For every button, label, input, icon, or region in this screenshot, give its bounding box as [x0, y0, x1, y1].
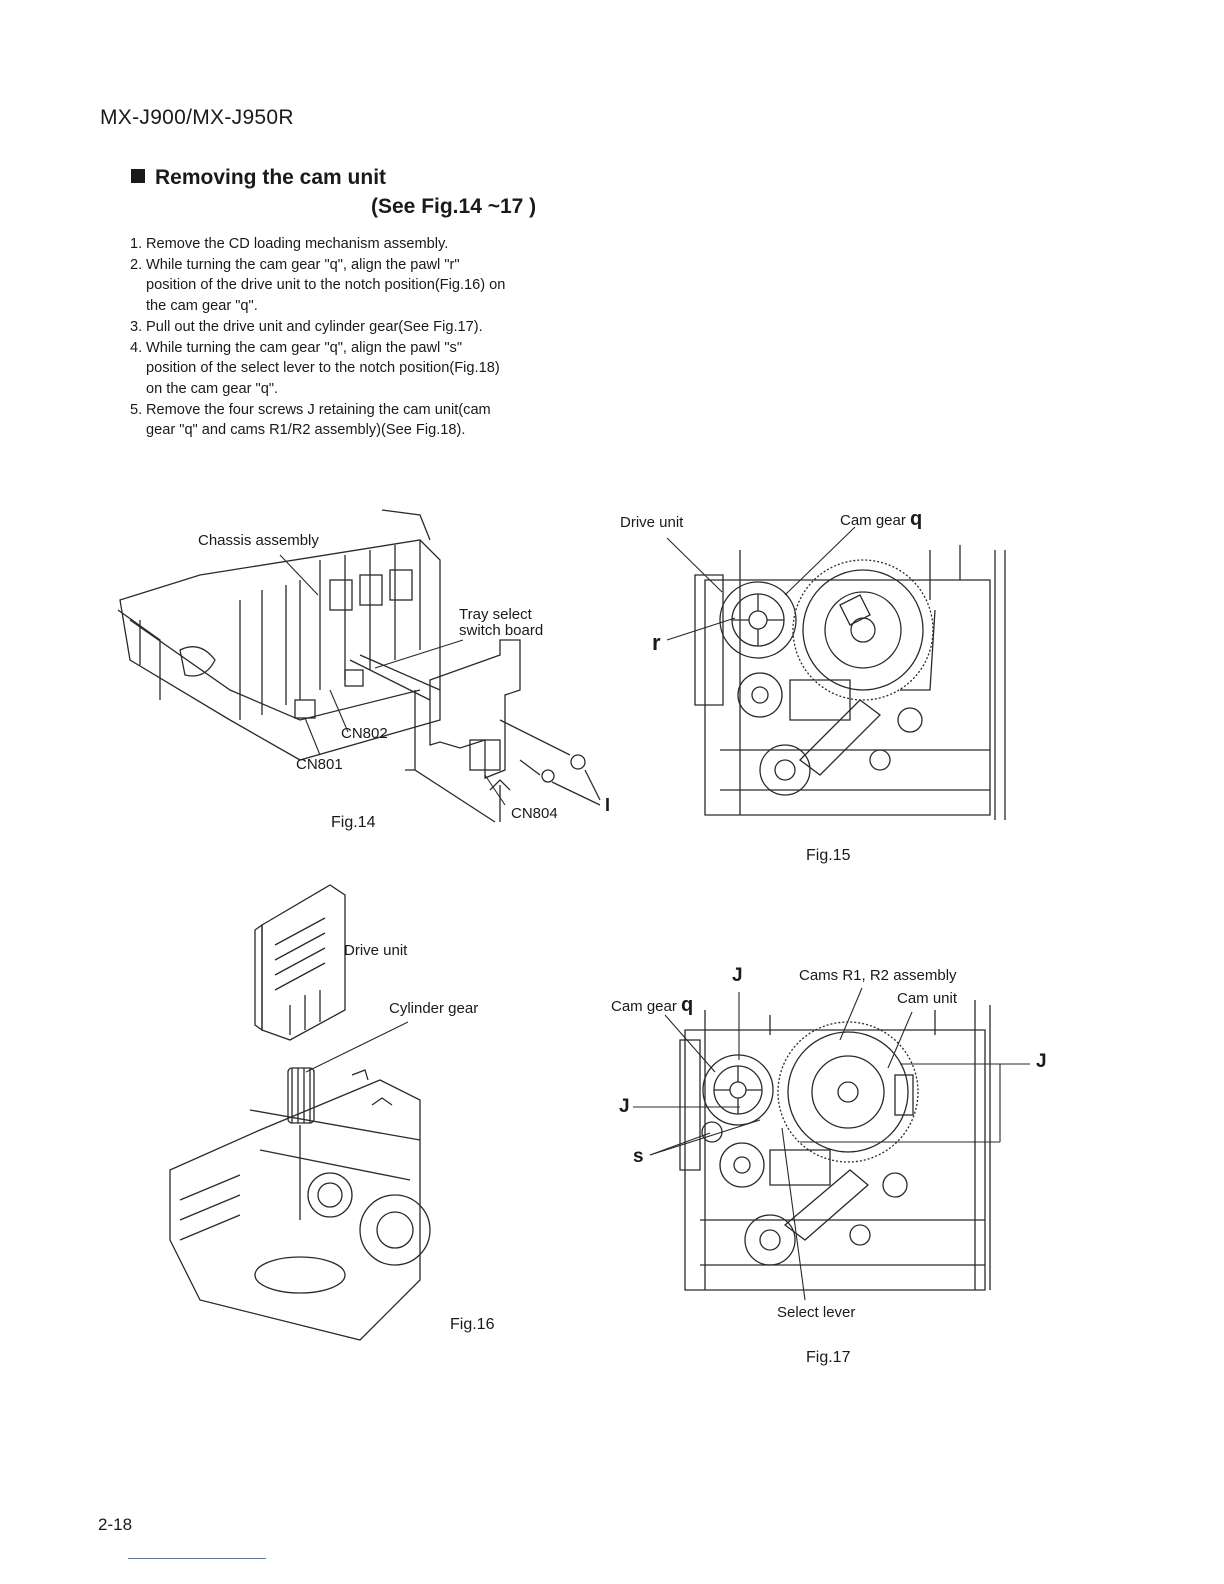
section-title-text: Removing the cam unit — [155, 166, 387, 189]
fig17-pawl-label: s — [633, 1146, 644, 1167]
step-number: 4. — [130, 339, 143, 356]
fig16-drawing — [169, 884, 431, 1341]
fig14-caption: Fig.14 — [331, 814, 376, 831]
fig15-leaders — [666, 526, 856, 641]
fig17-cams-label: Cams R1, R2 assembly — [799, 967, 957, 984]
fig16-leaders — [305, 1021, 409, 1073]
fig17-cam-gear-text: Cam gear — [611, 998, 677, 1015]
fig17-drawing — [679, 1000, 991, 1291]
step-item: 1.Remove the CD loading mechanism assemb… — [130, 234, 590, 255]
step-line: on the cam gear "q". — [146, 380, 279, 397]
step-line: position of the select lever to the notc… — [146, 360, 500, 377]
fig15-drive-unit-label: Drive unit — [620, 514, 684, 531]
fig14-tray-label-1: Tray select — [459, 606, 532, 623]
step-item: 3.Pull out the drive unit and cylinder g… — [130, 317, 590, 338]
step-line: While turning the cam gear "q", align th… — [146, 339, 462, 356]
step-line: the cam gear "q". — [146, 298, 258, 315]
fig14-chassis-label: Chassis assembly — [198, 532, 319, 549]
fig17-j-right-label: J — [1036, 1051, 1047, 1072]
fig15-pawl-label: r — [652, 630, 661, 655]
step-line: gear "q" and cams R1/R2 assembly)(See Fi… — [146, 422, 466, 439]
fig17-caption: Fig.17 — [806, 1349, 851, 1366]
steps-list: 1.Remove the CD loading mechanism assemb… — [130, 234, 590, 441]
model-number: MX-J900/MX-J950R — [100, 106, 294, 129]
fig15-caption: Fig.15 — [806, 847, 851, 864]
section-title: Removing the cam unit — [131, 166, 386, 190]
fig14-cn801-label: CN801 — [296, 756, 343, 773]
fig17-select-lever-label: Select lever — [777, 1304, 856, 1321]
fig17-cam-gear-label: Cam gear q — [611, 994, 693, 1017]
fig15-cam-gear-mark: q — [910, 508, 923, 530]
fig14-cn804-label: CN804 — [511, 805, 558, 822]
step-number: 2. — [130, 256, 143, 273]
fig15-cam-gear-label: Cam gear q — [840, 508, 922, 531]
fig16-caption: Fig.16 — [450, 1316, 495, 1333]
step-number: 3. — [130, 318, 143, 335]
step-line: position of the drive unit to the notch … — [146, 277, 506, 294]
step-item: 4.While turning the cam gear "q", align … — [130, 338, 590, 400]
step-line: Remove the CD loading mechanism assembly… — [146, 236, 449, 252]
step-item: 2.While turning the cam gear "q", align … — [130, 255, 590, 317]
fig17-cam-unit-label: Cam unit — [897, 990, 958, 1007]
fig16-drive-unit-label: Drive unit — [344, 942, 408, 959]
page-number: 2-18 — [98, 1515, 133, 1534]
step-line: While turning the cam gear "q", align th… — [146, 256, 460, 273]
fig15-drawing — [694, 545, 1006, 820]
footer-rule — [128, 1558, 266, 1559]
step-number: 5. — [130, 401, 143, 418]
fig14-tray-label-2: switch board — [459, 622, 544, 639]
fig17-j-top-label: J — [732, 965, 743, 986]
step-line: Pull out the drive unit and cylinder gea… — [146, 318, 483, 335]
fig14-leaders — [279, 554, 506, 806]
step-item: 5.Remove the four screws J retaining the… — [130, 400, 590, 441]
fig15-cam-gear-text: Cam gear — [840, 512, 906, 529]
fig14-cn802-label: CN802 — [341, 725, 388, 742]
fig16-cylinder-gear-label: Cylinder gear — [389, 1000, 479, 1017]
section-subtitle: (See Fig.14 ~17 ) — [371, 195, 537, 218]
step-line: Remove the four screws J retaining the c… — [146, 401, 491, 418]
fig14-drawing — [117, 509, 601, 823]
fig17-j-left-label: J — [619, 1096, 630, 1117]
fig17-cam-gear-mark: q — [681, 994, 694, 1016]
square-bullet-icon — [131, 169, 145, 183]
fig17-leaders — [633, 987, 1030, 1301]
step-number: 1. — [130, 236, 143, 252]
fig14-screw-label: I — [605, 795, 611, 815]
